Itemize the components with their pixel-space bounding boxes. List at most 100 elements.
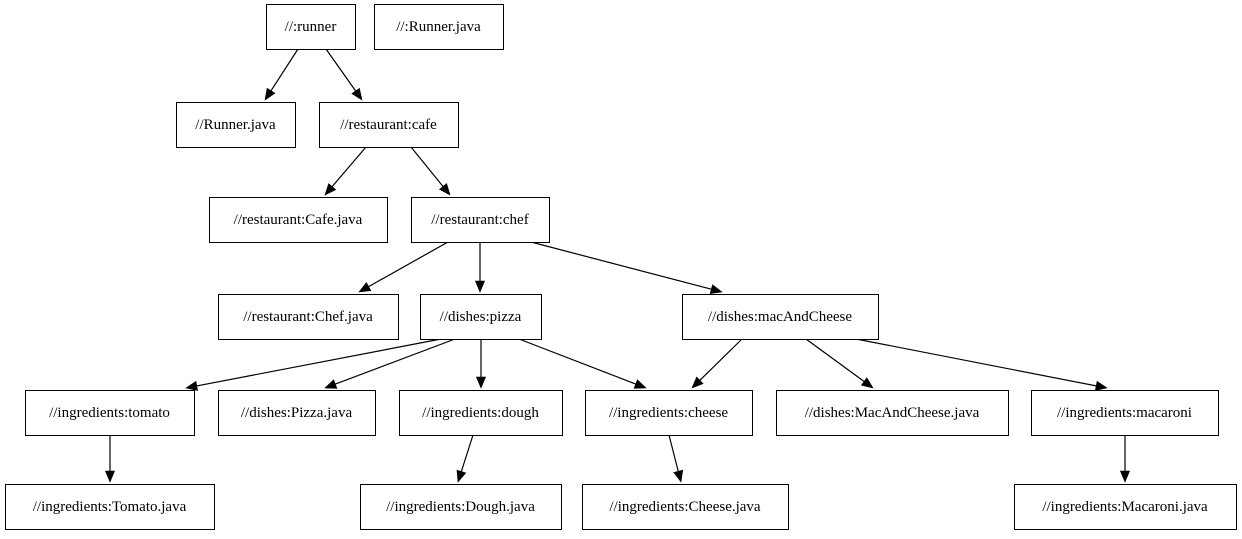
graph-node[interactable]: //dishes:macAndCheese: [682, 294, 879, 340]
node-label: //restaurant:chef: [431, 212, 528, 228]
graph-edge: [474, 242, 486, 293]
graph-edge: [104, 435, 116, 483]
node-box[interactable]: [25, 390, 195, 436]
edge-arrowhead-icon: [691, 376, 704, 389]
node-box[interactable]: [266, 4, 356, 50]
node-box[interactable]: [374, 4, 504, 50]
graph-edge: [518, 338, 647, 389]
node-box[interactable]: [776, 390, 1009, 436]
edge-line: [699, 338, 743, 381]
edge-arrowhead-icon: [456, 469, 467, 483]
node-label: //ingredients:macaroni: [1057, 405, 1192, 421]
node-box[interactable]: [176, 102, 296, 148]
edge-arrowhead-icon: [185, 380, 199, 391]
node-box[interactable]: [411, 197, 550, 243]
node-label: //ingredients:Cheese.java: [609, 499, 761, 515]
node-box[interactable]: [1031, 390, 1219, 436]
graph-edge: [1119, 435, 1131, 483]
node-label: //:Runner.java: [396, 19, 481, 35]
graph-node[interactable]: //restaurant:Chef.java: [218, 294, 399, 340]
graph-node[interactable]: //ingredients:cheese: [585, 390, 753, 436]
graph-edge: [855, 338, 1108, 391]
node-box[interactable]: [582, 484, 789, 530]
node-box[interactable]: [218, 390, 376, 436]
node-box[interactable]: [1014, 484, 1237, 530]
edge-arrowhead-icon: [1094, 380, 1108, 391]
edge-arrowhead-icon: [438, 183, 451, 196]
graph-node[interactable]: //dishes:pizza: [420, 294, 542, 340]
graph-node[interactable]: //restaurant:cafe: [319, 102, 459, 148]
graph-node[interactable]: //ingredients:macaroni: [1031, 390, 1219, 436]
edge-arrowhead-icon: [633, 379, 647, 389]
edge-arrowhead-icon: [104, 470, 116, 483]
graph-edge: [325, 48, 363, 101]
node-box[interactable]: [319, 102, 459, 148]
node-label: //ingredients:Dough.java: [386, 499, 535, 515]
node-label: //restaurant:Chef.java: [243, 309, 373, 325]
graph-edge: [324, 146, 367, 196]
edge-line: [196, 338, 442, 387]
node-box[interactable]: [5, 484, 215, 530]
edge-line: [410, 146, 444, 187]
node-label: //:runner: [285, 19, 337, 35]
edge-line: [368, 241, 449, 288]
edge-arrowhead-icon: [673, 469, 684, 483]
graph-node[interactable]: //restaurant:Cafe.java: [209, 197, 388, 243]
edge-arrowhead-icon: [324, 183, 337, 196]
graph-node[interactable]: //ingredients:Tomato.java: [5, 484, 215, 530]
edge-line: [855, 338, 1097, 387]
edge-line: [668, 434, 679, 472]
node-box[interactable]: [360, 484, 562, 530]
graph-nodes-layer: //:runner //:Runner.java //Runner.java //re…: [5, 4, 1237, 530]
graph-node[interactable]: //ingredients:Cheese.java: [582, 484, 789, 530]
node-label: //ingredients:dough: [422, 405, 539, 421]
graph-node[interactable]: //restaurant:chef: [411, 197, 550, 243]
edge-line: [325, 48, 357, 92]
node-label: //dishes:Pizza.java: [241, 405, 353, 421]
node-label: //ingredients:Macaroni.java: [1042, 499, 1208, 515]
graph-edge: [668, 434, 684, 483]
edge-arrowhead-icon: [358, 282, 372, 293]
edge-arrowhead-icon: [1119, 470, 1131, 483]
node-label: //Runner.java: [195, 117, 276, 133]
node-box[interactable]: [585, 390, 753, 436]
node-box[interactable]: [399, 390, 563, 436]
edge-arrowhead-icon: [351, 87, 363, 101]
graph-node[interactable]: //ingredients:Macaroni.java: [1014, 484, 1237, 530]
node-box[interactable]: [218, 294, 399, 340]
graph-edge: [805, 338, 874, 389]
node-label: //restaurant:Cafe.java: [234, 212, 363, 228]
edge-line: [331, 146, 367, 188]
node-box[interactable]: [209, 197, 388, 243]
graph-node[interactable]: //Runner.java: [176, 102, 296, 148]
graph-node[interactable]: //:runner: [266, 4, 356, 50]
graph-edge: [358, 241, 449, 293]
graph-node[interactable]: //ingredients:Dough.java: [360, 484, 562, 530]
graph-edge: [691, 338, 743, 389]
graph-node[interactable]: //ingredients:tomato: [25, 390, 195, 436]
node-label: //restaurant:cafe: [340, 117, 437, 133]
node-label: //ingredients:tomato: [49, 405, 170, 421]
graph-edge: [324, 338, 456, 389]
edge-line: [518, 338, 636, 385]
edge-line: [805, 338, 865, 382]
graph-edge: [475, 339, 487, 389]
node-label: //ingredients:Tomato.java: [33, 499, 187, 515]
edge-arrowhead-icon: [860, 377, 874, 389]
graph-node[interactable]: //ingredients:dough: [399, 390, 563, 436]
graph-node[interactable]: //dishes:Pizza.java: [218, 390, 376, 436]
node-box[interactable]: [682, 294, 879, 340]
graph-edge: [530, 241, 723, 295]
graph-node[interactable]: //dishes:MacAndCheese.java: [776, 390, 1009, 436]
node-label: //dishes:macAndCheese: [708, 309, 852, 325]
node-box[interactable]: [420, 294, 542, 340]
edge-line: [335, 338, 456, 385]
edge-arrowhead-icon: [264, 87, 276, 101]
node-label: //dishes:MacAndCheese.java: [805, 405, 980, 421]
graph-node[interactable]: //:Runner.java: [374, 4, 504, 50]
edge-arrowhead-icon: [474, 280, 486, 293]
graph-edge: [456, 434, 474, 483]
edge-line: [530, 241, 712, 290]
edge-line: [270, 48, 299, 92]
